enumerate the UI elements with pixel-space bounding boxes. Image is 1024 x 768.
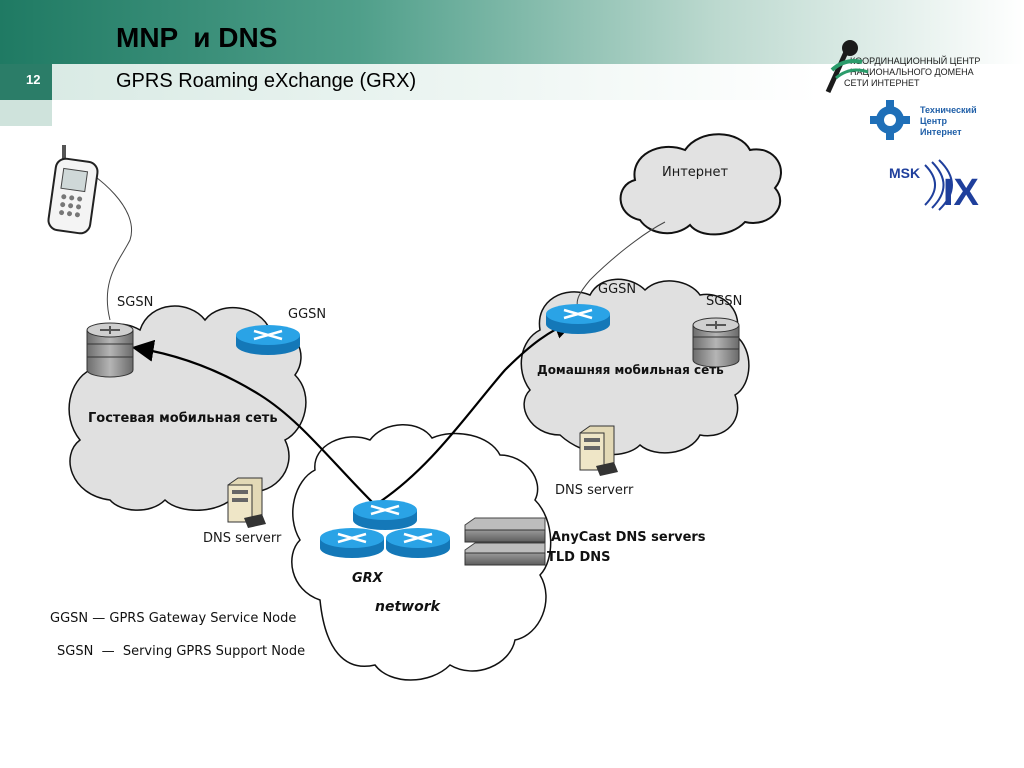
- slide-title: MNP и DNS: [116, 22, 278, 53]
- home-dns-label: DNS serverr: [555, 483, 634, 498]
- slide-subtitle: GPRS Roaming eXchange (GRX): [116, 70, 417, 92]
- home-ggsn-label: GGSN: [598, 282, 636, 297]
- cctld-line-2: НАЦИОНАЛЬНОГО ДОМЕНА: [850, 67, 974, 77]
- slide-number: 12: [26, 72, 41, 87]
- cctld-logo-text: КООРДИНАЦИОННЫЙ ЦЕНТР НАЦИОНАЛЬНОГО ДОМЕ…: [844, 56, 981, 89]
- cctld-logo-icon: [825, 40, 869, 94]
- internet-to-ggsn-link: [576, 221, 666, 309]
- tci-gear-icon: [870, 100, 910, 140]
- anycast-rack-server-icon: [464, 517, 546, 543]
- cctld-line-1: КООРДИНАЦИОННЫЙ ЦЕНТР: [850, 56, 981, 66]
- grx-router-left-icon: [320, 528, 384, 558]
- guest-network-label: Гостевая мобильная сеть: [88, 411, 278, 426]
- mobile-phone-icon: [47, 145, 99, 235]
- cctld-line-3: СЕТИ ИНТЕРНЕТ: [844, 78, 920, 88]
- home-ggsn-router-icon: [546, 304, 610, 334]
- grx-to-home-ggsn-arrow: [374, 317, 577, 506]
- tld-rack-server-icon: [464, 542, 546, 566]
- legend-ggsn: GGSN — GPRS Gateway Service Node: [50, 611, 297, 626]
- mskix-logo-icon: MSK IX: [889, 159, 980, 214]
- guest-dns-server-icon: [227, 477, 266, 528]
- anycast-dns-label: AnyCast DNS servers: [551, 530, 706, 545]
- guest-ggsn-router-icon: [236, 325, 300, 355]
- home-sgsn-database-icon: [692, 317, 740, 368]
- guest-ggsn-label: GGSN: [288, 307, 326, 322]
- guest-sgsn-label: SGSN: [117, 295, 153, 310]
- mskix-msk-text: MSK: [889, 165, 920, 181]
- network-label: network: [375, 599, 442, 615]
- home-network-label: Домашняя мобильная сеть: [537, 363, 724, 377]
- internet-label: Интернет: [662, 165, 729, 180]
- slide-number-tab: [0, 100, 52, 126]
- home-sgsn-label: SGSN: [706, 294, 742, 309]
- tci-logo-text: Технический Центр Интернет: [920, 105, 977, 138]
- tci-line-3: Интернет: [920, 127, 962, 137]
- tld-dns-label: TLD DNS: [547, 550, 611, 565]
- grx-router-top-icon: [353, 500, 417, 530]
- mskix-ix-text: IX: [943, 172, 980, 214]
- internet-cloud: [619, 133, 782, 236]
- subtitle-band: [0, 64, 820, 100]
- grx-label: GRX: [352, 571, 384, 586]
- home-dns-server-icon: [579, 425, 618, 476]
- grx-to-guest-sgsn-arrow: [131, 339, 376, 506]
- grx-router-right-icon: [386, 528, 450, 558]
- guest-sgsn-database-icon: [86, 322, 134, 378]
- tci-line-1: Технический: [920, 105, 977, 115]
- tci-line-2: Центр: [920, 116, 948, 126]
- guest-dns-label: DNS serverr: [203, 531, 282, 546]
- legend-sgsn: SGSN — Serving GPRS Support Node: [57, 644, 306, 659]
